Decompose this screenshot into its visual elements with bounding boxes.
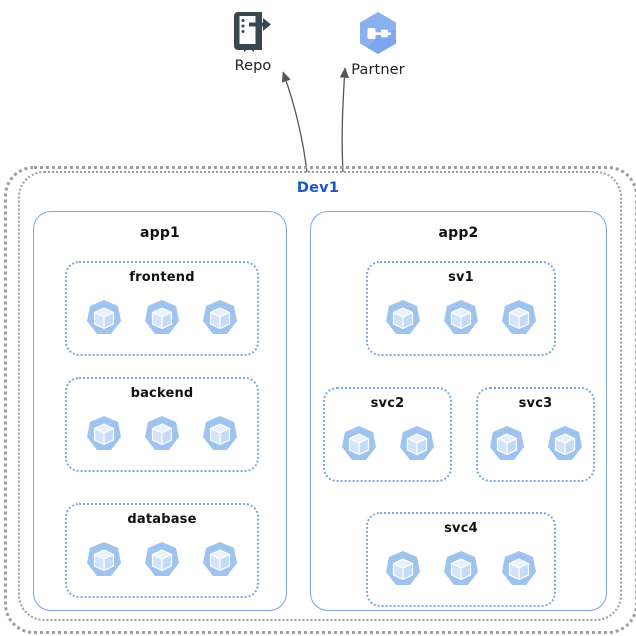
kubernetes-pod-icon[interactable] xyxy=(395,423,439,467)
service-title: svc4 xyxy=(444,521,478,536)
kubernetes-pod-icon[interactable] xyxy=(82,413,126,457)
external-node-partner[interactable]: Partner xyxy=(330,10,426,78)
external-node-label: Partner xyxy=(351,62,405,78)
boundary-inner-dev1 xyxy=(18,171,622,621)
edge-dev1-to-repo xyxy=(281,71,308,173)
app-box-app2[interactable]: app2 sv1 xyxy=(310,211,607,611)
edge-dev1-to-partner xyxy=(339,67,350,173)
app-title: app1 xyxy=(139,225,181,241)
kubernetes-pod-icon[interactable] xyxy=(485,423,529,467)
pod-row xyxy=(368,548,554,592)
pod-row xyxy=(368,297,554,341)
kubernetes-pod-icon[interactable] xyxy=(140,297,184,341)
kubernetes-pod-icon[interactable] xyxy=(439,297,483,341)
kubernetes-pod-icon[interactable] xyxy=(439,548,483,592)
service-title: frontend xyxy=(129,270,195,285)
service-box-svc3[interactable]: svc3 xyxy=(476,387,595,482)
pod-row xyxy=(478,423,593,467)
kubernetes-pod-icon[interactable] xyxy=(198,413,242,457)
service-box-frontend[interactable]: frontend xyxy=(65,261,259,356)
service-box-sv1[interactable]: sv1 xyxy=(366,261,556,356)
kubernetes-pod-icon[interactable] xyxy=(82,297,126,341)
service-title: sv1 xyxy=(448,270,474,285)
service-title: database xyxy=(127,512,197,527)
kubernetes-pod-icon[interactable] xyxy=(543,423,587,467)
service-box-svc4[interactable]: svc4 xyxy=(366,512,556,607)
kubernetes-pod-icon[interactable] xyxy=(198,297,242,341)
service-box-database[interactable]: database xyxy=(65,503,259,598)
pod-row xyxy=(67,413,257,457)
service-box-backend[interactable]: backend xyxy=(65,377,259,472)
kubernetes-pod-icon[interactable] xyxy=(82,539,126,583)
pod-row xyxy=(67,539,257,583)
partner-hexagon-icon xyxy=(330,10,426,58)
app-box-app1[interactable]: app1 frontend xyxy=(33,211,287,611)
external-node-label: Repo xyxy=(234,58,272,74)
kubernetes-pod-icon[interactable] xyxy=(497,297,541,341)
kubernetes-pod-icon[interactable] xyxy=(140,539,184,583)
service-title: svc2 xyxy=(370,396,405,411)
kubernetes-pod-icon[interactable] xyxy=(381,297,425,341)
kubernetes-pod-icon[interactable] xyxy=(337,423,381,467)
app-title: app2 xyxy=(438,225,479,241)
pod-row xyxy=(67,297,257,341)
pod-row xyxy=(325,423,450,467)
service-title: svc3 xyxy=(518,396,553,411)
kubernetes-pod-icon[interactable] xyxy=(381,548,425,592)
external-node-repo[interactable]: Repo xyxy=(205,10,301,74)
kubernetes-pod-icon[interactable] xyxy=(497,548,541,592)
service-title: backend xyxy=(130,386,194,401)
kubernetes-pod-icon[interactable] xyxy=(198,539,242,583)
repository-icon xyxy=(205,10,301,54)
kubernetes-pod-icon[interactable] xyxy=(140,413,184,457)
boundary-label-dev1: Dev1 xyxy=(296,180,340,196)
service-box-svc2[interactable]: svc2 xyxy=(323,387,452,482)
